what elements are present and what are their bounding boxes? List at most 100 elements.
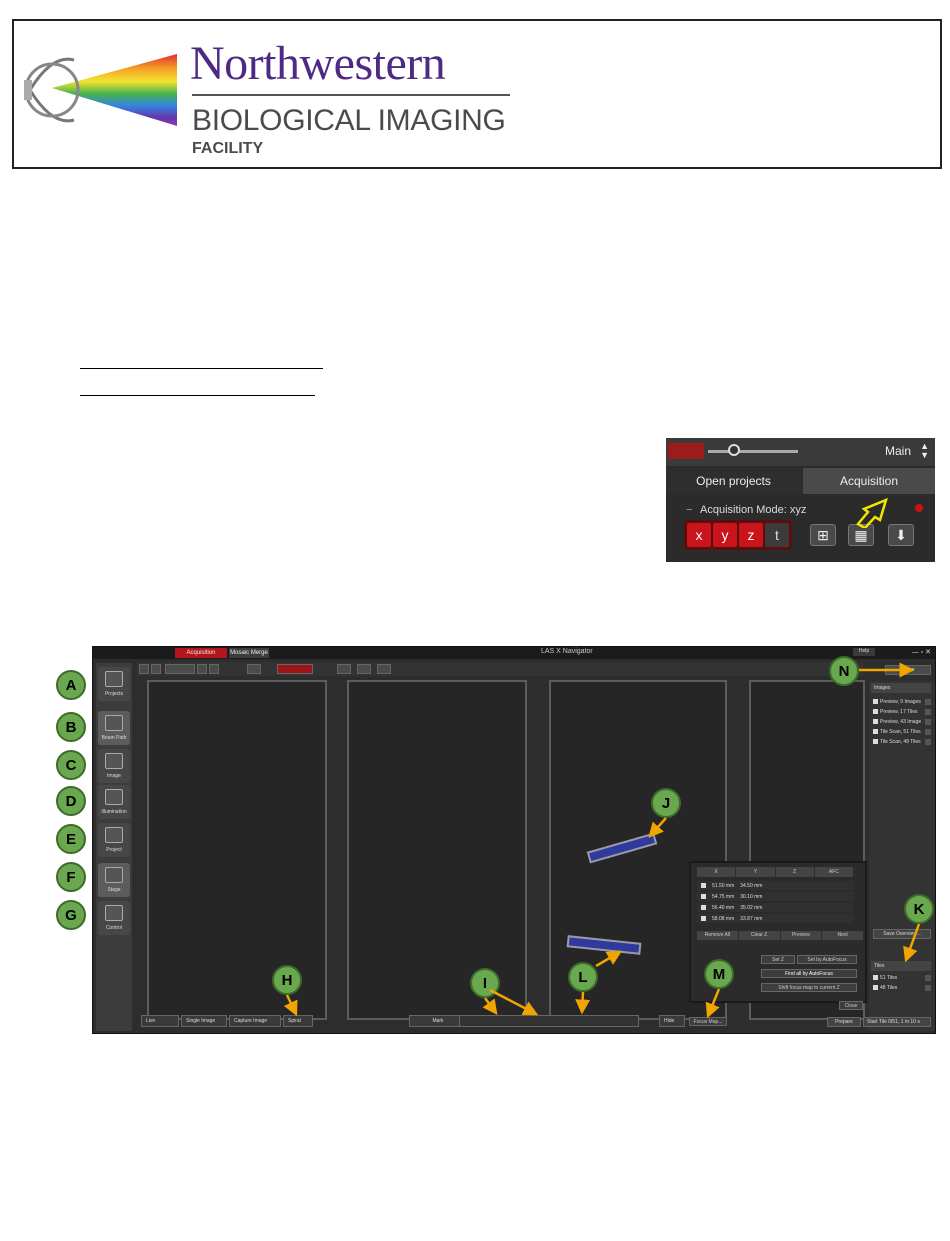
tab-acquisition[interactable]: Acquisition [803,468,935,494]
eye-spectrum-logo-icon [24,54,177,126]
illumination-icon [105,789,123,805]
tile-scan-icon[interactable]: ⊞ [810,524,836,546]
next-button[interactable]: Next [822,931,863,940]
sidebar-label: Image [107,773,121,779]
set-autofocus-button[interactable]: Set by AutoFocus [797,955,857,964]
zoom-out-button[interactable] [209,664,219,674]
shift-focus-map-button[interactable]: Shift focus map to current Z [761,983,857,992]
clear-z-button[interactable]: Clear Z [738,931,780,940]
updown-arrows-icon[interactable]: ▲▼ [920,441,929,460]
brand-subtitle: BIOLOGICAL IMAGING [192,104,506,137]
focus-map-button[interactable]: Focus Map... [689,1017,727,1026]
channel-toggle[interactable] [277,664,313,674]
tab-acquisition[interactable]: Acquisition [175,648,227,658]
axis-y-button[interactable]: y [713,523,737,547]
brand-subtitle-facility: FACILITY [192,140,264,157]
image-list-item[interactable]: Tile Scan, 51 Tiles [871,727,931,736]
tab-open-projects[interactable]: Open projects [666,468,801,494]
preview-button[interactable]: Preview [780,931,822,940]
callout-f: F [56,862,86,892]
grid-view-button[interactable] [357,664,371,674]
sidebar-label: Stage [107,887,121,893]
acq-slider-track[interactable] [708,450,798,453]
spiral-button[interactable]: Spiral [283,1015,313,1027]
axis-x-button[interactable]: x [687,523,711,547]
find-all-autofocus-button[interactable]: Find all by AutoFocus [761,969,857,978]
sidebar-label: Illumination [101,809,127,815]
highlight-arrow-icon [856,498,888,528]
grid-icon[interactable]: ▦ [848,524,874,546]
navigator-title-bar [93,647,935,659]
toolbar-button[interactable] [139,664,149,674]
stage-icon [105,867,123,883]
tile-list-item[interactable]: 51 Tiles [871,973,931,982]
zoom-in-button[interactable] [197,664,207,674]
save-overview-button[interactable]: Save Overview... [873,929,931,939]
set-z-button[interactable]: Set Z [761,955,795,964]
callout-g: G [56,900,86,930]
remove-all-button[interactable]: Remove All [697,931,738,940]
info-icon[interactable] [915,504,923,512]
tile-list-item[interactable]: 48 Tiles [871,983,931,992]
left-sidebar: Projects Beam Path Image Illumination Pr… [96,663,132,1031]
fit-view-button[interactable] [337,664,351,674]
start-button[interactable]: Start Tile 0/51, 1 m 10 s [863,1017,931,1027]
sidebar-label: Projects [104,691,124,697]
mark-button[interactable]: Mark [409,1015,463,1027]
callout-j: J [651,788,681,818]
image-list-item[interactable]: Preview, 43 Image [871,717,931,726]
live-button[interactable]: Live [141,1015,179,1027]
zoom-select[interactable] [165,664,195,674]
sidebar-label: Beam Path [101,735,127,741]
callout-d: D [56,786,86,816]
image-panel[interactable] [147,680,327,1020]
single-image-button[interactable]: Single Image [181,1015,227,1027]
images-header: Images [871,683,931,693]
col-afc: AFC [814,867,853,877]
capture-image-button[interactable]: Capture Image [229,1015,281,1027]
callout-a: A [56,670,86,700]
image-list-item[interactable]: Tile Scan, 48 Tiles [871,737,931,746]
sidebar-item-image[interactable]: Image [98,749,130,783]
image-panel[interactable] [347,680,527,1020]
focus-map-actions: Remove All Clear Z Preview Next [697,931,863,940]
sidebar-item-control[interactable]: Control [98,901,130,935]
window-controls-icon[interactable]: — ▫ ✕ [911,649,931,656]
help-button[interactable]: Help [853,648,875,656]
close-button[interactable]: Close [885,665,931,675]
axis-z-button[interactable]: z [739,523,763,547]
sidebar-item-illumination[interactable]: Illumination [98,785,130,819]
sidebar-item-projects[interactable]: Projects [98,667,130,701]
toolbar-button[interactable] [151,664,161,674]
sidebar-label: Project [106,847,122,853]
workspace-select[interactable]: Main [884,444,911,458]
sidebar-item-project[interactable]: Project [98,823,130,857]
toolbar-button[interactable] [247,664,261,674]
hide-button[interactable]: Hide [659,1015,685,1027]
axis-t-button[interactable]: t [765,523,789,547]
col-y: Y [736,867,775,877]
focus-map-close-button[interactable]: Close [839,1001,863,1010]
collapse-icon[interactable]: − [686,504,693,516]
acquisition-axes: x y z t [684,520,792,550]
toolbar-button[interactable] [377,664,391,674]
sidebar-item-beam-path[interactable]: Beam Path [98,711,130,745]
image-list-item[interactable]: Preview, 9 Images [871,697,931,706]
sidebar-label: Control [105,925,123,931]
image-list-item[interactable]: Preview, 17 Tiles [871,707,931,716]
camera-icon [105,753,123,769]
projects-icon [105,671,123,687]
sidebar-item-stage[interactable]: Stage [98,863,130,897]
navigator-title: LAS X Navigator [541,648,593,655]
tiles-header: Tiles [871,961,931,971]
download-icon[interactable]: ⬇ [888,524,914,546]
prepare-button[interactable]: Prepare [827,1017,861,1027]
acq-slider-knob[interactable] [728,444,740,456]
tab-mosaic-merge[interactable]: Mosaic Merge [229,648,269,658]
